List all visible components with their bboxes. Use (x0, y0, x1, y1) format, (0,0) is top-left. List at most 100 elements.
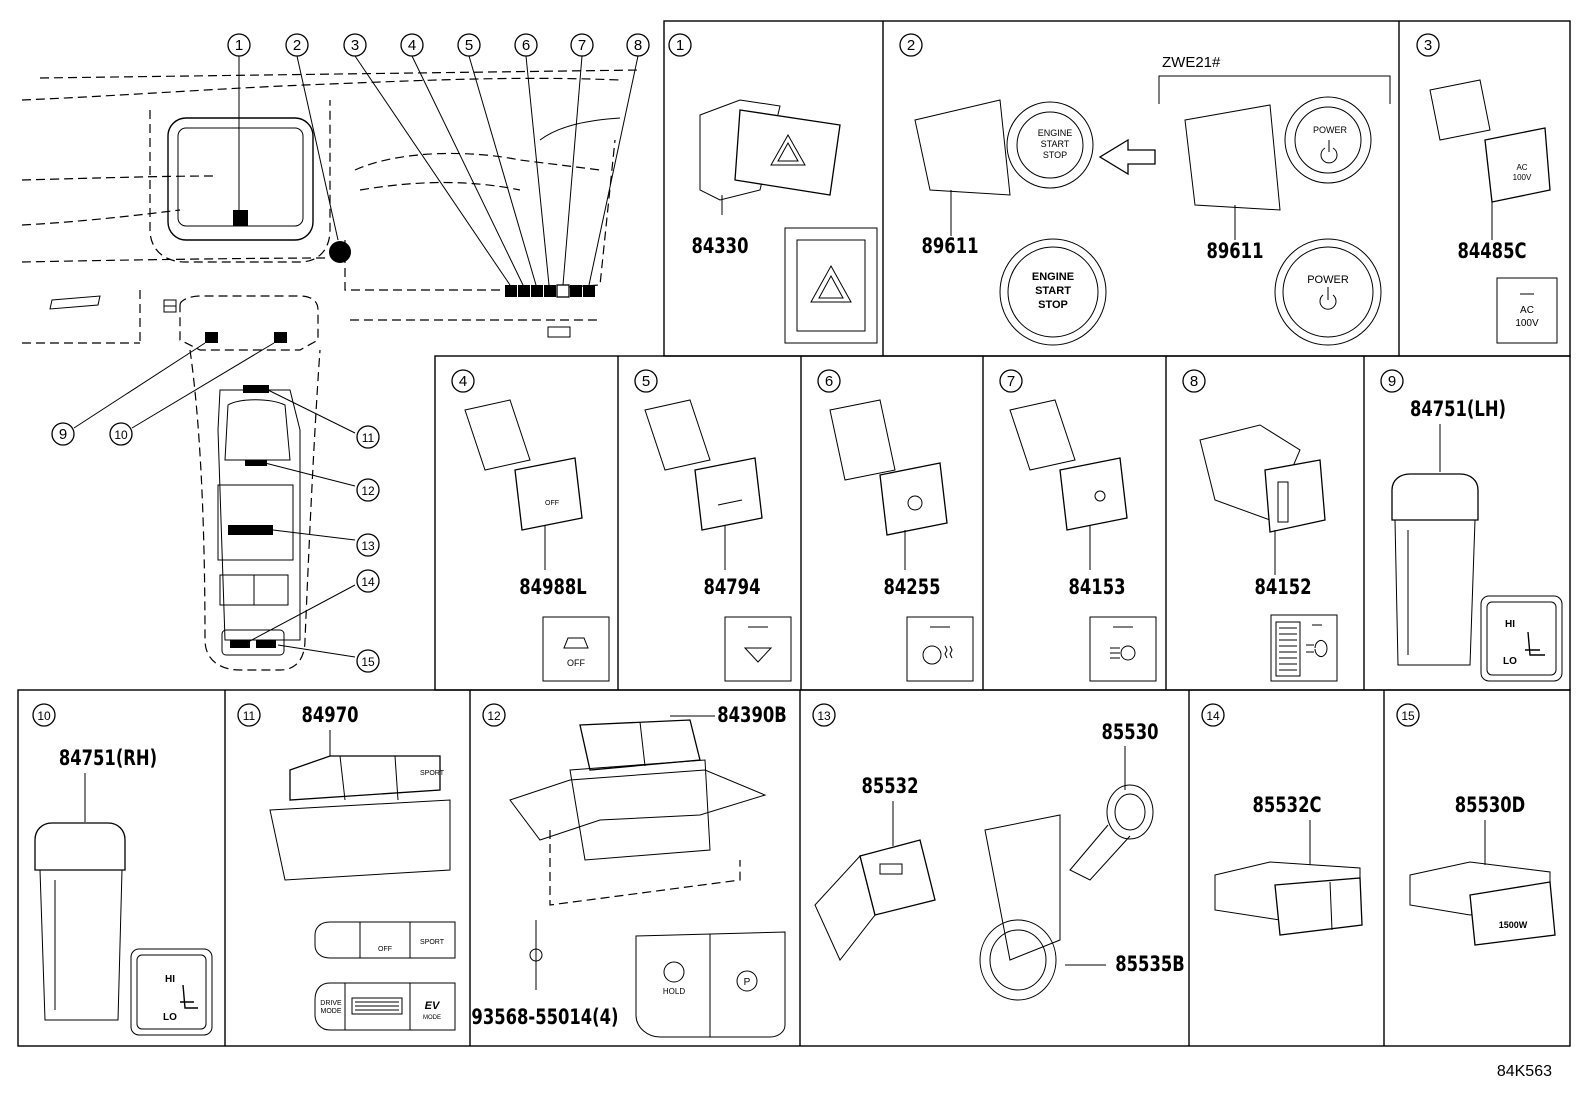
svg-text:89611: 89611 (1207, 240, 1264, 263)
svg-text:100V: 100V (1513, 173, 1532, 182)
panel-callout-9: 9 (1380, 369, 1404, 393)
panel-10-seat-heater-rh: 10 84751(RH) HI LO (32, 703, 213, 1036)
callout-13: 13 (356, 533, 380, 557)
panel-callout-7: 7 (999, 369, 1023, 393)
panel-1-hazard-switch: 1 84330 (668, 33, 878, 344)
svg-text:SPORT: SPORT (420, 939, 445, 946)
heated-steering-icon (922, 645, 942, 665)
panel-8-headlight-level-switch: 8 84152 (1182, 369, 1338, 682)
callout-10: 10 (109, 422, 133, 446)
svg-text:ENGINE: ENGINE (1038, 128, 1073, 138)
svg-text:85530: 85530 (1102, 721, 1159, 744)
svg-text:93568-55014(4): 93568-55014(4) (471, 1006, 618, 1029)
svg-text:LO: LO (163, 1012, 177, 1023)
seat-heater-icon (180, 984, 198, 1009)
svg-text:13: 13 (361, 539, 375, 553)
svg-text:HI: HI (1505, 619, 1515, 630)
panel-callout-10: 10 (32, 703, 56, 727)
svg-text:6: 6 (522, 37, 530, 54)
panel-callout-6: 6 (817, 369, 841, 393)
svg-text:1500W: 1500W (1499, 920, 1528, 930)
svg-text:11: 11 (362, 431, 375, 445)
svg-text:85530D: 85530D (1455, 794, 1526, 817)
callout-12: 12 (356, 478, 380, 502)
svg-text:8: 8 (634, 37, 642, 54)
svg-text:POWER: POWER (1307, 274, 1349, 286)
parking-brake-icon (736, 970, 758, 992)
svg-text:15: 15 (1401, 709, 1415, 723)
callout-8: 8 (626, 33, 650, 57)
panel-13-power-outlets: 13 85532 85530 85535B (812, 703, 1185, 1001)
svg-text:84152: 84152 (1255, 576, 1312, 599)
svg-text:84988L: 84988L (519, 576, 586, 599)
panel-callout-5: 5 (634, 369, 658, 393)
svg-text:12: 12 (487, 709, 501, 723)
svg-text:84330: 84330 (692, 235, 749, 258)
svg-text:4: 4 (408, 37, 416, 54)
high-beam-icon (1110, 647, 1120, 659)
panel-3-ac-outlet-switch: 3 AC 100V 84485C AC 100V (1416, 33, 1558, 344)
svg-text:84751(LH): 84751(LH) (1410, 398, 1506, 421)
svg-text:P: P (744, 977, 751, 988)
svg-text:AC: AC (1520, 305, 1534, 316)
svg-text:9: 9 (1388, 373, 1396, 390)
panel-2-push-start: 2 ZWE21# ENGINE START STOP 89611 POWER 8… (899, 33, 1391, 346)
svg-text:MODE: MODE (321, 1008, 342, 1015)
svg-text:2: 2 (907, 37, 915, 54)
panel-7-auto-high-beam-switch: 7 84153 (999, 369, 1157, 682)
callout-4: 4 (400, 33, 424, 57)
overview-dashboard (21, 55, 641, 671)
callout-1: 1 (227, 33, 251, 57)
svg-text:84390B: 84390B (717, 704, 786, 727)
callout-1-marker (233, 210, 248, 226)
panel-5-wiper-deicer-switch: 5 84794 (634, 369, 792, 682)
panel-callout-4: 4 (451, 369, 475, 393)
seat-heater-icon (1525, 631, 1545, 656)
svg-text:STOP: STOP (1038, 299, 1068, 311)
headlight-level-icon (1306, 640, 1328, 657)
callout-2: 2 (285, 33, 309, 57)
callout-15: 15 (356, 649, 380, 673)
panel-11-drive-mode-switch: 11 84970 SPORT OFF SPORT DRIVE MODE EV M… (237, 703, 456, 1031)
power-icon (1319, 287, 1337, 310)
svg-text:POWER: POWER (1313, 125, 1348, 135)
svg-text:84751(RH): 84751(RH) (59, 747, 157, 770)
svg-text:15: 15 (361, 655, 375, 669)
svg-text:8: 8 (1190, 373, 1198, 390)
panel-callout-2: 2 (899, 33, 923, 57)
callout-9: 9 (51, 422, 75, 446)
overview-callouts: 1 2 3 4 5 6 7 8 9 10 11 12 13 14 15 (51, 33, 650, 673)
svg-text:STOP: STOP (1043, 150, 1067, 160)
svg-text:HI: HI (165, 974, 175, 985)
panel-callout-3: 3 (1416, 33, 1440, 57)
svg-text:100V: 100V (1515, 318, 1539, 329)
svg-text:AC: AC (1516, 163, 1527, 172)
svg-text:START: START (1035, 285, 1071, 297)
panel-callout-12: 12 (482, 703, 506, 727)
panel-14-usb-charger: 14 85532C (1201, 703, 1363, 936)
svg-text:13: 13 (817, 709, 831, 723)
svg-text:11: 11 (243, 709, 256, 723)
svg-text:84970: 84970 (302, 704, 359, 727)
svg-text:89611: 89611 (922, 235, 979, 258)
svg-text:1: 1 (676, 37, 684, 54)
svg-text:2: 2 (293, 37, 301, 54)
callout-3: 3 (343, 33, 367, 57)
svg-text:6: 6 (825, 373, 833, 390)
power-icon (1320, 140, 1338, 164)
svg-text:10: 10 (37, 709, 51, 723)
svg-text:4: 4 (459, 373, 467, 390)
callout-6: 6 (514, 33, 538, 57)
svg-text:14: 14 (1206, 709, 1220, 723)
svg-text:7: 7 (578, 37, 586, 54)
skid-icon (563, 637, 589, 649)
panel-callout-15: 15 (1396, 703, 1420, 727)
svg-text:9: 9 (59, 426, 67, 443)
svg-text:85532: 85532 (862, 775, 919, 798)
panel-callout-14: 14 (1201, 703, 1225, 727)
svg-text:OFF: OFF (567, 658, 585, 668)
svg-text:START: START (1041, 139, 1070, 149)
svg-text:84794: 84794 (704, 576, 761, 599)
